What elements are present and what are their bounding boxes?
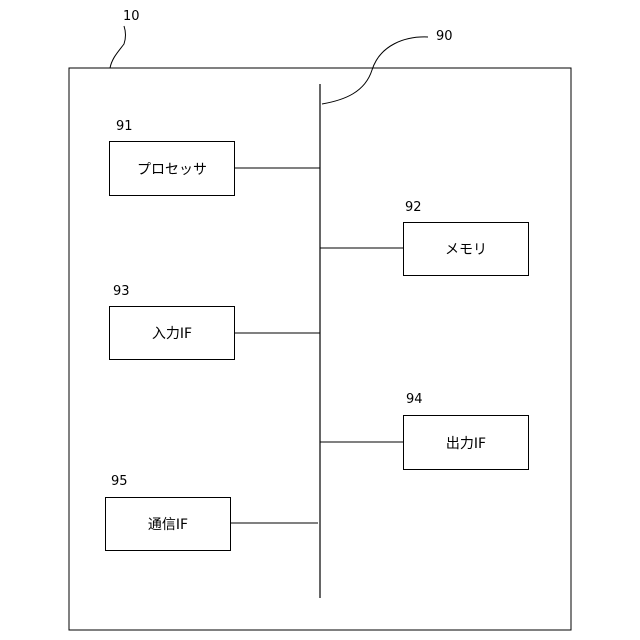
input-if-block: 入力IF	[109, 306, 235, 360]
device-ref: 10	[123, 10, 140, 24]
processor-block: プロセッサ	[109, 141, 235, 196]
output-if-block: 出力IF	[403, 415, 529, 470]
device-leader	[110, 26, 126, 68]
input-if-ref: 93	[113, 285, 130, 299]
comm-if-block: 通信IF	[105, 497, 231, 551]
processor-ref: 91	[116, 120, 133, 134]
comm-if-ref: 95	[111, 475, 128, 489]
output-if-ref: 94	[406, 393, 423, 407]
memory-block: メモリ	[403, 222, 529, 276]
memory-ref: 92	[405, 201, 422, 215]
bus-ref: 90	[436, 30, 453, 44]
bus-leader	[322, 37, 428, 104]
